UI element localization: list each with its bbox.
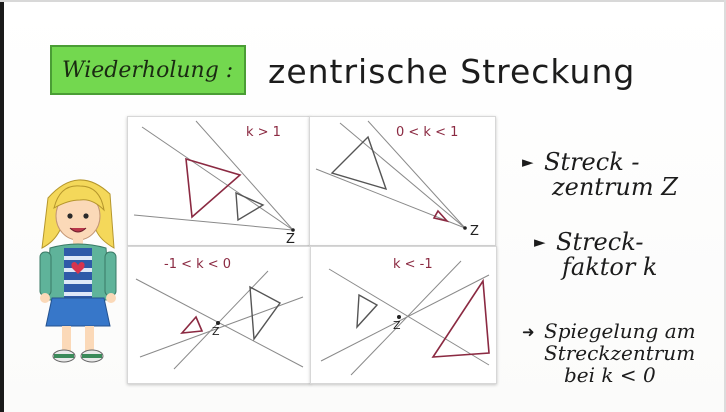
bullet-line: Streckzentrum xyxy=(544,341,696,365)
girl-illustration xyxy=(39,179,117,363)
panel-k-less-minus1-drawing xyxy=(320,260,490,376)
bullet-line: Streck- xyxy=(556,228,644,256)
panel-k-between-0-1-drawing xyxy=(315,120,467,230)
condition-label: k < -1 xyxy=(393,257,433,272)
recap-label: Wiederholung : xyxy=(50,45,246,95)
center-label: Z xyxy=(286,232,295,247)
center-label: Z xyxy=(212,325,220,338)
bullet-arrow-icon: ► xyxy=(522,153,534,171)
bullet-streckzentrum: ► Streck - zentrum Z xyxy=(522,148,678,201)
frame-border-top xyxy=(0,0,726,2)
panel-k-between-minus1-0: -1 < k < 0 Z xyxy=(127,246,311,384)
lesson-title: zentrische Streckung xyxy=(268,52,636,91)
center-label: Z xyxy=(393,319,401,332)
recap-label-text: Wiederholung : xyxy=(62,57,234,83)
center-label: Z xyxy=(470,224,479,239)
frame-border-left xyxy=(0,0,4,412)
condition-label: 0 < k < 1 xyxy=(396,125,459,140)
panel-k-greater-1: k > 1 Z xyxy=(127,116,311,247)
bullet-streckfaktor: ► Streck- faktor k xyxy=(534,228,658,281)
arrow-right-icon: ➜ xyxy=(522,323,535,341)
bullet-arrow-icon: ► xyxy=(534,233,546,251)
condition-label: -1 < k < 0 xyxy=(164,257,232,272)
bullet-spiegelung: ➜ Spiegelung am Streckzentrum bei k < 0 xyxy=(522,319,696,387)
bullet-line: Streck - xyxy=(544,148,640,176)
frame-border-right xyxy=(724,0,726,412)
bullet-line: bei k < 0 xyxy=(564,363,656,387)
bullet-line: zentrum Z xyxy=(552,173,678,201)
bullet-line: faktor k xyxy=(562,253,658,281)
panel-k-greater-1-drawing xyxy=(133,120,295,232)
condition-label: k > 1 xyxy=(246,125,281,140)
panel-k-less-minus1: k < -1 Z xyxy=(310,246,497,384)
bullet-line: Spiegelung am xyxy=(544,319,696,343)
panel-k-between-0-1: 0 < k < 1 Z xyxy=(309,116,496,246)
panel-k-between-minus1-0-drawing xyxy=(135,270,304,370)
